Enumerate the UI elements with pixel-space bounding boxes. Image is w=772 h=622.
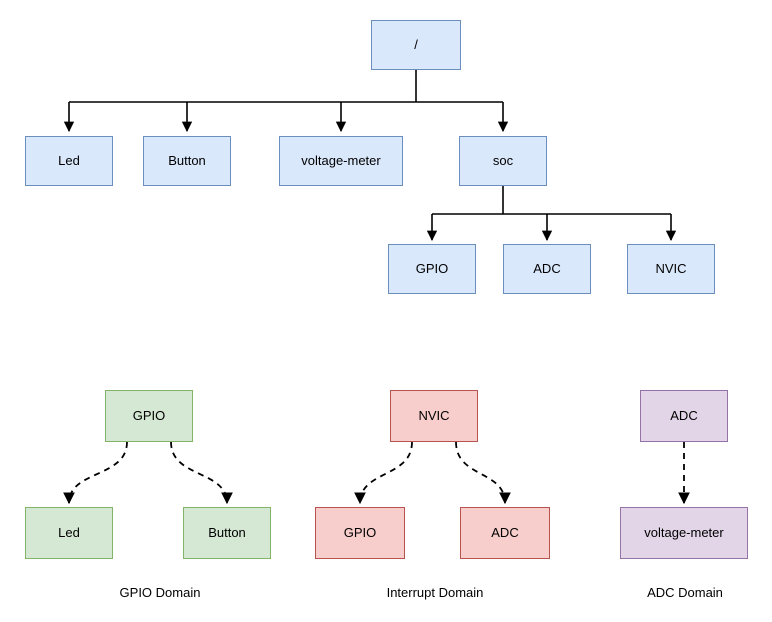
node-voltage-meter[interactable]: voltage-meter [279,136,403,186]
edge-nvic-domain-to-adc [455,441,511,505]
node-led[interactable]: Led [25,136,113,186]
node-soc-adc-label: ADC [533,260,561,276]
edge-nvic-domain-to-gpio [354,441,413,505]
node-adc-domain-child-voltage-meter[interactable]: voltage-meter [620,507,748,559]
node-soc-label: soc [492,152,514,168]
node-voltage-meter-label: voltage-meter [301,152,381,168]
node-adc-domain-parent-label: ADC [670,407,698,423]
node-soc-nvic-label: NVIC [655,260,687,276]
node-led-label: Led [58,152,80,168]
node-interrupt-domain-child-gpio-label: GPIO [343,524,377,540]
node-adc-domain-parent[interactable]: ADC [640,390,728,442]
node-root-label: / [414,36,418,52]
node-gpio-domain-parent[interactable]: GPIO [105,390,193,442]
node-gpio-domain-child-led[interactable]: Led [25,507,113,559]
edge-gpio-domain-to-led [63,441,128,505]
node-button-label: Button [168,152,206,168]
node-gpio-domain-child-led-label: Led [58,524,80,540]
node-interrupt-domain-child-gpio[interactable]: GPIO [315,507,405,559]
node-soc-gpio-label: GPIO [415,260,449,276]
node-button[interactable]: Button [143,136,231,186]
node-soc-gpio[interactable]: GPIO [388,244,476,294]
node-root[interactable]: / [371,20,461,70]
node-soc-nvic[interactable]: NVIC [627,244,715,294]
node-soc-adc[interactable]: ADC [503,244,591,294]
node-gpio-domain-child-button-label: Button [208,524,246,540]
node-adc-domain-child-voltage-meter-label: voltage-meter [644,524,724,540]
node-interrupt-domain-child-adc[interactable]: ADC [460,507,550,559]
edge-soc-to-bus [432,186,671,215]
caption-adc-domain: ADC Domain [647,585,723,600]
node-gpio-domain-child-button[interactable]: Button [183,507,271,559]
caption-gpio-domain: GPIO Domain [119,585,201,600]
node-interrupt-domain-parent[interactable]: NVIC [390,390,478,442]
edge-gpio-domain-to-button [170,441,233,505]
caption-interrupt-domain: Interrupt Domain [386,585,484,600]
node-gpio-domain-parent-label: GPIO [132,407,166,423]
node-soc[interactable]: soc [459,136,547,186]
node-interrupt-domain-child-adc-label: ADC [491,524,519,540]
edge-root-to-bus [69,70,503,103]
node-interrupt-domain-parent-label: NVIC [418,407,450,423]
